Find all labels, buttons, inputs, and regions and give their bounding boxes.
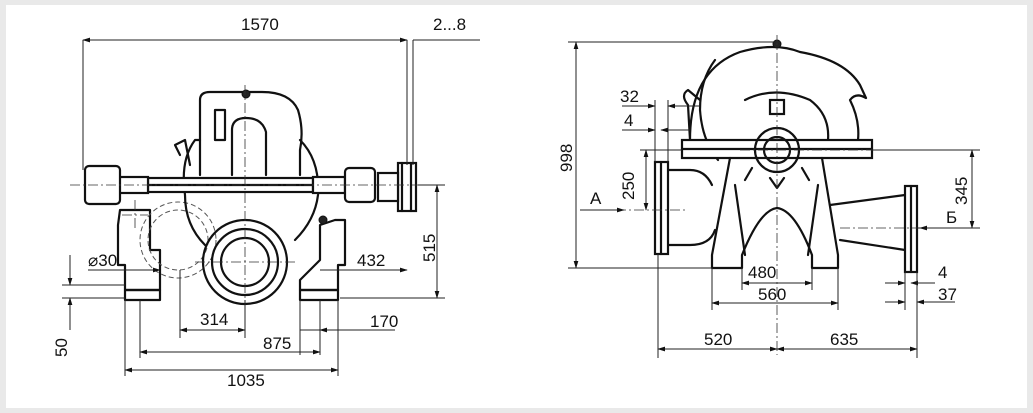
pump-casing <box>198 90 303 177</box>
label-inlet: А <box>590 189 602 208</box>
base-plate-right <box>298 218 347 292</box>
dim-37: 37 <box>938 285 957 304</box>
dim-998: 998 <box>557 144 576 172</box>
dim-gap: 2...8 <box>433 15 466 34</box>
pedestal <box>710 156 840 270</box>
front-view: 1570 2...8 515 432 ⌀30 50 314 170 875 <box>52 15 480 390</box>
dim-480: 480 <box>748 263 776 282</box>
dim-4-left: 4 <box>624 111 633 130</box>
dim-345: 345 <box>952 177 971 205</box>
dim-50: 50 <box>52 338 71 357</box>
dim-515: 515 <box>420 234 439 262</box>
dim-250: 250 <box>619 172 638 200</box>
discharge-pipe <box>828 193 907 252</box>
label-outlet: Б <box>946 208 957 227</box>
suction-pipe <box>666 168 717 247</box>
dim-314: 314 <box>200 310 228 329</box>
drawing-frame: 1570 2...8 515 432 ⌀30 50 314 170 875 <box>6 5 1027 408</box>
dim-635: 635 <box>830 330 858 349</box>
hidden-casing <box>139 201 217 279</box>
dim-1570: 1570 <box>241 15 279 34</box>
dim-32: 32 <box>620 87 639 106</box>
dim-520: 520 <box>704 330 732 349</box>
volute-casing <box>682 45 868 142</box>
technical-drawing: 1570 2...8 515 432 ⌀30 50 314 170 875 <box>52 15 980 390</box>
side-view: 998 32 4 250 А 345 Б 480 560 <box>557 35 980 358</box>
dim-diameter-30: ⌀30 <box>88 251 117 270</box>
dim-1035: 1035 <box>227 371 265 390</box>
dim-170: 170 <box>370 312 398 331</box>
dim-560: 560 <box>758 285 786 304</box>
dim-432: 432 <box>357 251 385 270</box>
dim-4-right: 4 <box>938 263 947 282</box>
vent-plug <box>241 89 251 99</box>
dim-875: 875 <box>263 334 291 353</box>
motor-coupling <box>396 161 418 213</box>
